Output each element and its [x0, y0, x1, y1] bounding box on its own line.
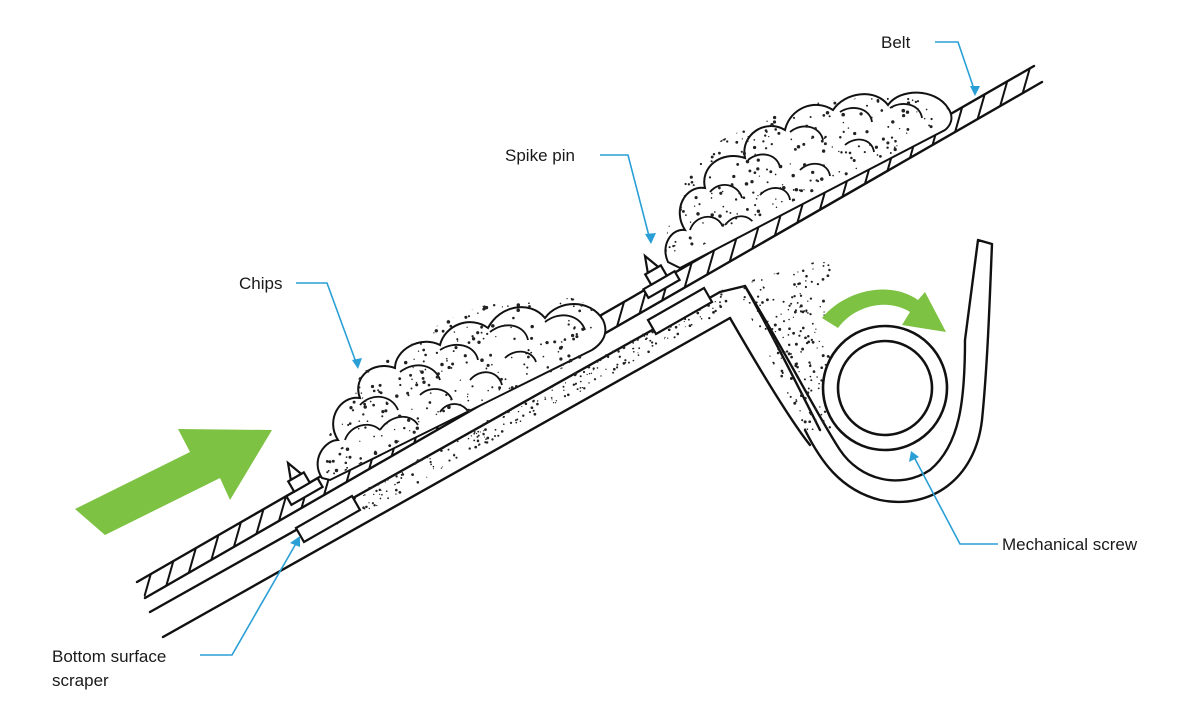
label-mechanical-screw: Mechanical screw — [1002, 535, 1138, 554]
label-spike-pin: Spike pin — [505, 146, 575, 165]
bottom-scraper-left — [294, 494, 362, 544]
bottom-scraper-right — [646, 286, 714, 336]
spike-pin-right — [641, 253, 682, 300]
chips-pile-right — [664, 91, 953, 270]
spike-pin-left — [284, 460, 325, 507]
label-bottom-scraper-line2: scraper — [52, 671, 109, 690]
rotation-arrow-icon — [822, 289, 946, 332]
mechanical-screw — [821, 324, 949, 452]
label-chips: Chips — [239, 274, 282, 293]
feed-direction-arrow-icon — [75, 429, 272, 535]
label-belt: Belt — [881, 33, 911, 52]
leader-lines — [200, 41, 998, 656]
label-bottom-scraper-line1: Bottom surface — [52, 647, 166, 666]
chips-pile-left — [316, 294, 607, 482]
